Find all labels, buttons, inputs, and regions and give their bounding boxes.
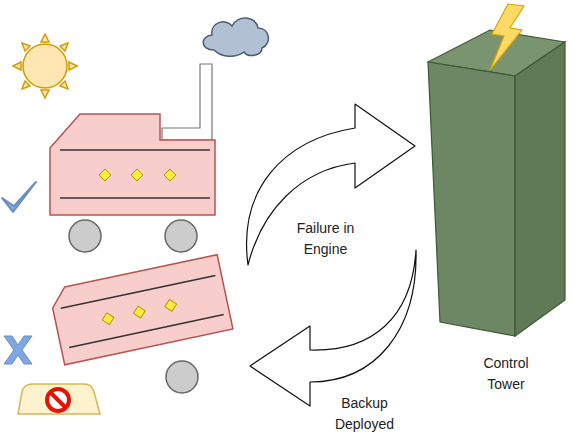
tower-shape [426,0,576,410]
curved-arrow [247,104,415,265]
cross-mark [4,336,32,364]
check-mark [2,182,36,212]
tower-front [428,62,515,336]
chimney-pipe [162,64,212,140]
stop-sign-base [18,384,100,414]
tower-side [515,42,565,336]
broken-cart [49,255,233,365]
smoke-cloud [203,18,268,56]
lightning-bolt [490,4,524,70]
working-cart [50,114,215,252]
tower-node: Control Tower [426,0,576,410]
arrow-label: Failure in Engine [278,218,373,260]
arrow-label: Backup Deployed [322,393,407,435]
curved-arrow [250,250,416,406]
sun-icon [13,34,77,98]
node-label: Control Tower [466,353,546,395]
cart-wheel [166,361,198,393]
prohibition-symbol [47,389,69,411]
